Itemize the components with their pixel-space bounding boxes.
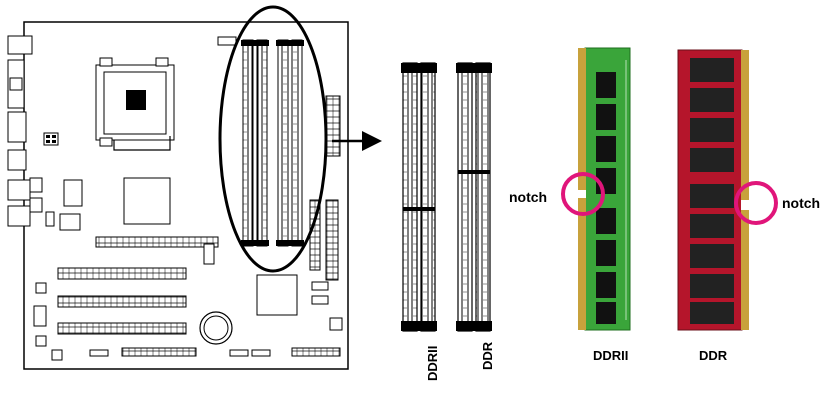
cpu-socket bbox=[95, 57, 175, 151]
ddr2-slot-pair bbox=[401, 62, 437, 332]
ddr-memory-module bbox=[677, 49, 749, 331]
ddr-slot-pair bbox=[456, 62, 492, 332]
slot-label-ddr: DDR bbox=[480, 341, 495, 370]
notch-label-ddr2: notch bbox=[509, 189, 548, 205]
arrow-right-icon bbox=[332, 131, 382, 151]
module-label-ddr2: DDRII bbox=[593, 348, 629, 363]
motherboard bbox=[7, 21, 349, 370]
module-label-ddr: DDR bbox=[699, 348, 728, 363]
ddr2-memory-module bbox=[578, 47, 631, 331]
notch-circle-icon bbox=[561, 172, 605, 216]
ellipse-highlight-icon bbox=[218, 5, 328, 273]
notch-circle-icon bbox=[734, 181, 778, 225]
notch-label-ddr: notch bbox=[782, 195, 821, 211]
slot-label-ddr2: DDRII bbox=[425, 345, 440, 381]
